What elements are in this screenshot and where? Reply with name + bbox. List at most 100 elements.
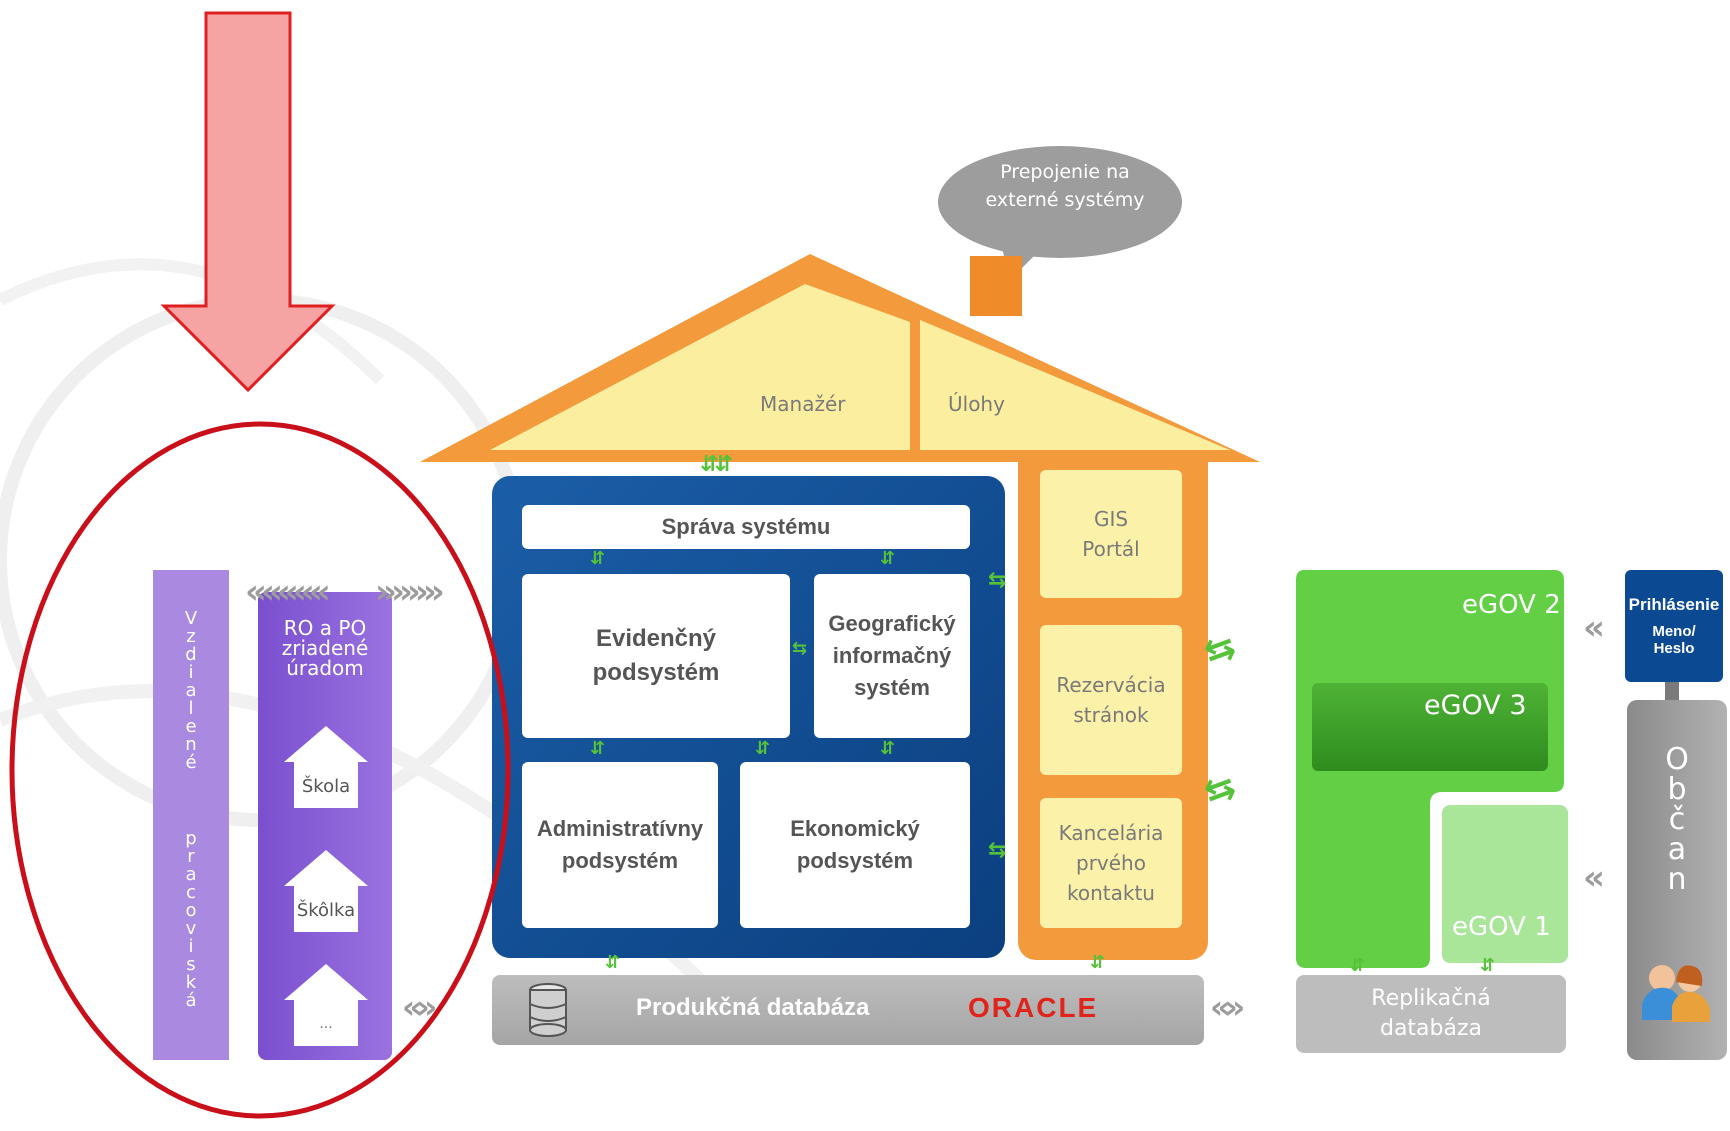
administrativny-line-2: podsystém	[561, 848, 679, 873]
egov1-label: eGOV 1	[1452, 912, 1551, 942]
pr-3: a	[185, 864, 197, 885]
bubble-line-2: externé systémy	[985, 189, 1145, 211]
sprava-systemu[interactable]: Správa systému	[522, 505, 970, 549]
citizen-label: O b č a n	[1652, 745, 1702, 895]
gis-line-2: Portál	[1082, 537, 1140, 561]
gis-portal-box[interactable]: GIS Portál	[1040, 470, 1182, 598]
more-label: ...	[319, 1016, 333, 1032]
login-box[interactable]: Prihlásenie Meno/ Heslo	[1625, 570, 1723, 682]
connector-sprava-geo: ⇵	[880, 548, 895, 569]
evidencny-podsystem[interactable]: Evidenčný podsystém	[522, 574, 790, 738]
kancelaria-box[interactable]: Kancelária prvého kontaktu	[1040, 798, 1182, 928]
egov3-label: eGOV 3	[1424, 690, 1527, 721]
vzdialene-label: V z d i a l e n é	[170, 610, 212, 772]
vz-3: d	[185, 644, 197, 665]
citizen-letter-1: O	[1665, 742, 1689, 777]
house-roof	[420, 254, 1260, 462]
connector-side-db: ⇵	[1090, 952, 1105, 973]
pr-7: i	[188, 936, 194, 957]
skolka-label: Škôlka	[296, 899, 356, 921]
connector-evid-admin: ⇵	[590, 738, 605, 759]
geograficky-system[interactable]: Geografický informačný systém	[814, 574, 970, 738]
users-icon	[1642, 965, 1710, 1022]
ekonomicky-line-1: Ekonomický	[790, 816, 920, 841]
ro-po-line-2: zriadené	[281, 636, 369, 660]
roof-ulohy: Úlohy	[948, 392, 1005, 416]
database-icon	[529, 983, 567, 1037]
db-right-chevrons: «»	[1210, 988, 1245, 1026]
ro-po-title: RO a PO zriadené úradom	[258, 618, 392, 678]
login-title: Prihlásenie	[1628, 595, 1720, 614]
evidencny-line-1: Evidenčný	[595, 625, 717, 652]
vz-4: i	[188, 662, 194, 683]
vz-2: z	[186, 626, 196, 647]
citizen-egov2-chevron: «	[1583, 608, 1605, 648]
red-arrow	[160, 11, 336, 393]
db-label: Produkčná databáza	[636, 994, 870, 1021]
citizen-letter-3: č	[1668, 802, 1686, 837]
bubble-line-1: Prepojenie na	[1000, 161, 1130, 183]
replikacna-databaza[interactable]: Replikačná databáza	[1296, 975, 1566, 1053]
highlight-ellipse	[9, 421, 511, 1119]
remote-left-chevrons: «««««	[245, 572, 331, 612]
connector-egov-replica-1: ⇵	[1350, 955, 1365, 976]
vz-5: a	[185, 680, 197, 701]
vz-7: e	[185, 716, 197, 737]
pracoviska-label: p r a c o v i s k á	[170, 830, 212, 1010]
ro-po-line-1: RO a PO	[283, 616, 367, 640]
connector-roof-core: ⇵⇵	[700, 452, 733, 477]
ekonomicky-line-2: podsystém	[796, 848, 914, 873]
ekonomicky-podsystem[interactable]: Ekonomický podsystém	[740, 762, 970, 928]
connector-egov-replica-2: ⇵	[1480, 955, 1495, 976]
pr-9: k	[185, 972, 197, 993]
pr-1: p	[185, 828, 197, 849]
egov-3-block[interactable]	[1312, 683, 1548, 771]
citizen-egov1-chevron: «	[1583, 858, 1605, 898]
connector-evid-geo: ⇆	[792, 638, 807, 659]
geograficky-line-2: informačný	[832, 643, 952, 668]
skola-house-icon	[284, 726, 368, 808]
skolka-house-icon	[284, 850, 368, 932]
connector-geo-eko: ⇵	[880, 738, 895, 759]
geograficky-line-1: Geografický	[828, 611, 956, 636]
egov-1-block[interactable]	[1442, 805, 1568, 963]
connector-core-db: ⇵	[605, 952, 620, 973]
vzdialene-pracoviska-bar[interactable]	[153, 570, 229, 1060]
pr-6: v	[185, 918, 197, 939]
egov2-label: eGOV 2	[1462, 590, 1561, 620]
more-house-icon	[284, 964, 368, 1046]
kancelaria-line-2: prvého	[1076, 851, 1146, 875]
produkcna-databaza[interactable]	[492, 975, 1204, 1045]
rezervacia-box[interactable]: Rezervácia stránok	[1040, 625, 1182, 775]
pr-5: o	[185, 900, 197, 921]
kancelaria-line-3: kontaktu	[1067, 881, 1155, 905]
pr-2: r	[187, 846, 195, 867]
pr-10: á	[185, 990, 197, 1011]
skola-label: Škola	[301, 775, 351, 797]
citizen-letter-2: b	[1667, 772, 1687, 807]
administrativny-line-1: Administratívny	[536, 816, 704, 841]
login-heslo: Heslo	[1653, 640, 1695, 657]
connector-core-gis: ⇆	[988, 568, 1007, 593]
vz-1: V	[184, 608, 198, 629]
pr-4: c	[186, 882, 196, 903]
vz-8: n	[185, 734, 197, 755]
oracle-logo: ORACLE	[968, 992, 1099, 1023]
rezervacia-line-1: Rezervácia	[1056, 673, 1166, 697]
vz-9: é	[185, 752, 197, 773]
login-connector	[1665, 682, 1679, 702]
roof-manager: Manažér	[760, 392, 846, 416]
bubble-text: Prepojenie na externé systémy	[945, 150, 1185, 222]
vz-6: l	[188, 698, 194, 719]
rezervacia-line-2: stránok	[1073, 703, 1149, 727]
remote-right-chevrons: »»»»	[375, 572, 445, 612]
connector-sprava-evidencny: ⇵	[590, 548, 605, 569]
administrativny-podsystem[interactable]: Administratívny podsystém	[522, 762, 718, 928]
citizen-letter-5: n	[1667, 862, 1687, 897]
connector-core-kancelaria: ⇆	[988, 838, 1007, 863]
geograficky-line-3: systém	[854, 675, 930, 700]
connector-evid-eko: ⇵	[755, 738, 770, 759]
login-meno: Meno/	[1652, 623, 1696, 640]
evidencny-line-2: podsystém	[592, 659, 720, 686]
gis-line-1: GIS	[1093, 507, 1129, 531]
